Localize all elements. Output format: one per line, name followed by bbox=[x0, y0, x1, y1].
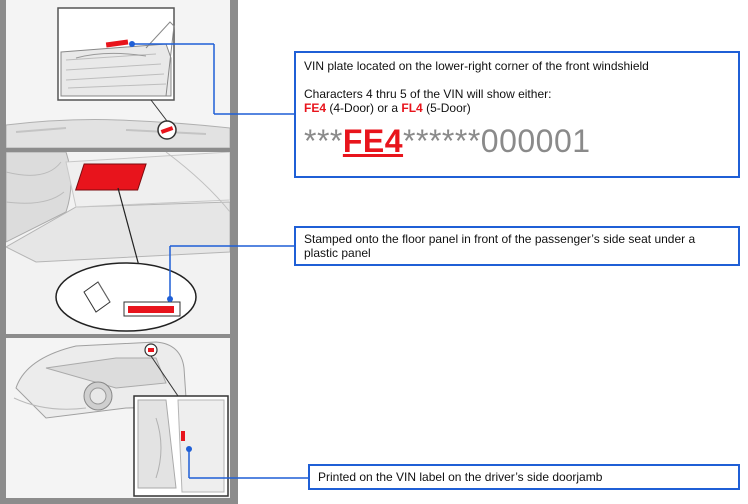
vin-prefix: *** bbox=[304, 123, 343, 159]
vin-example: ***FE4******000001 bbox=[304, 124, 730, 158]
floor-panel-text: Stamped onto the floor panel in front of… bbox=[304, 232, 696, 260]
vin-characters-text: Characters 4 thru 5 of the VIN will show… bbox=[304, 87, 552, 101]
code-fe4-desc: (4-Door) or a bbox=[329, 101, 399, 115]
vin-suffix: ******000001 bbox=[403, 123, 591, 159]
door-code-line: FE4 (4-Door) or a FL4 (5-Door) bbox=[304, 101, 730, 115]
vin-highlight: FE4 bbox=[342, 123, 404, 159]
code-fl4-desc: (5-Door) bbox=[426, 101, 471, 115]
floor-panel-callout: Stamped onto the floor panel in front of… bbox=[294, 226, 740, 266]
doorjamb-text: Printed on the VIN label on the driver’s… bbox=[318, 470, 603, 484]
floor-vin-area bbox=[74, 163, 147, 191]
windshield-callout: VIN plate located on the lower-right cor… bbox=[294, 51, 740, 178]
floor-panel-illustration bbox=[6, 152, 230, 334]
illustration-strip bbox=[0, 0, 238, 504]
code-fe4: FE4 bbox=[304, 101, 327, 115]
doorjamb-callout: Printed on the VIN label on the driver’s… bbox=[308, 464, 740, 490]
code-fl4: FL4 bbox=[401, 101, 423, 115]
windshield-illustration bbox=[6, 0, 230, 148]
doorjamb-vin-label bbox=[181, 431, 185, 441]
doorjamb-illustration bbox=[6, 338, 230, 498]
windshield-location-text: VIN plate located on the lower-right cor… bbox=[304, 59, 649, 73]
windshield-vin-plate bbox=[105, 39, 129, 48]
